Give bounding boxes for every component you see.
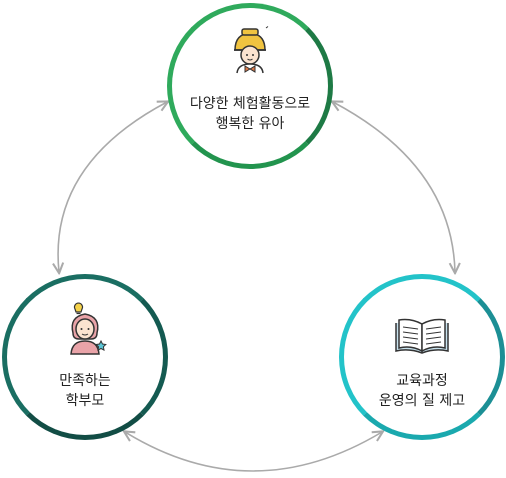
node-top-label: 다양한 체험활동으로 행복한 유아 <box>172 94 328 134</box>
node-curriculum-quality: 교육과정 운영의 질 제고 <box>339 274 505 440</box>
node-right-line2: 운영의 질 제고 <box>378 393 466 409</box>
arrow-bottom <box>125 432 382 472</box>
arrow-top-left <box>58 102 167 272</box>
node-top-line1: 다양한 체험활동으로 <box>189 96 311 112</box>
node-right-line1: 교육과정 <box>396 373 448 389</box>
node-right-label: 교육과정 운영의 질 제고 <box>344 371 500 411</box>
arrow-top-right <box>333 102 455 272</box>
node-left-line2: 학부모 <box>65 393 105 409</box>
open-book-icon <box>395 318 449 354</box>
node-left-label: 만족하는 학부모 <box>7 371 163 411</box>
node-satisfied-parents: 만족하는 학부모 <box>2 274 168 440</box>
node-top-line2: 행복한 유아 <box>215 116 285 132</box>
node-left-line1: 만족하는 <box>59 373 111 389</box>
node-happy-children: 다양한 체험활동으로 행복한 유아 <box>167 3 333 169</box>
boy-with-hat-icon <box>234 26 269 74</box>
parent-with-idea-icon <box>70 302 107 355</box>
